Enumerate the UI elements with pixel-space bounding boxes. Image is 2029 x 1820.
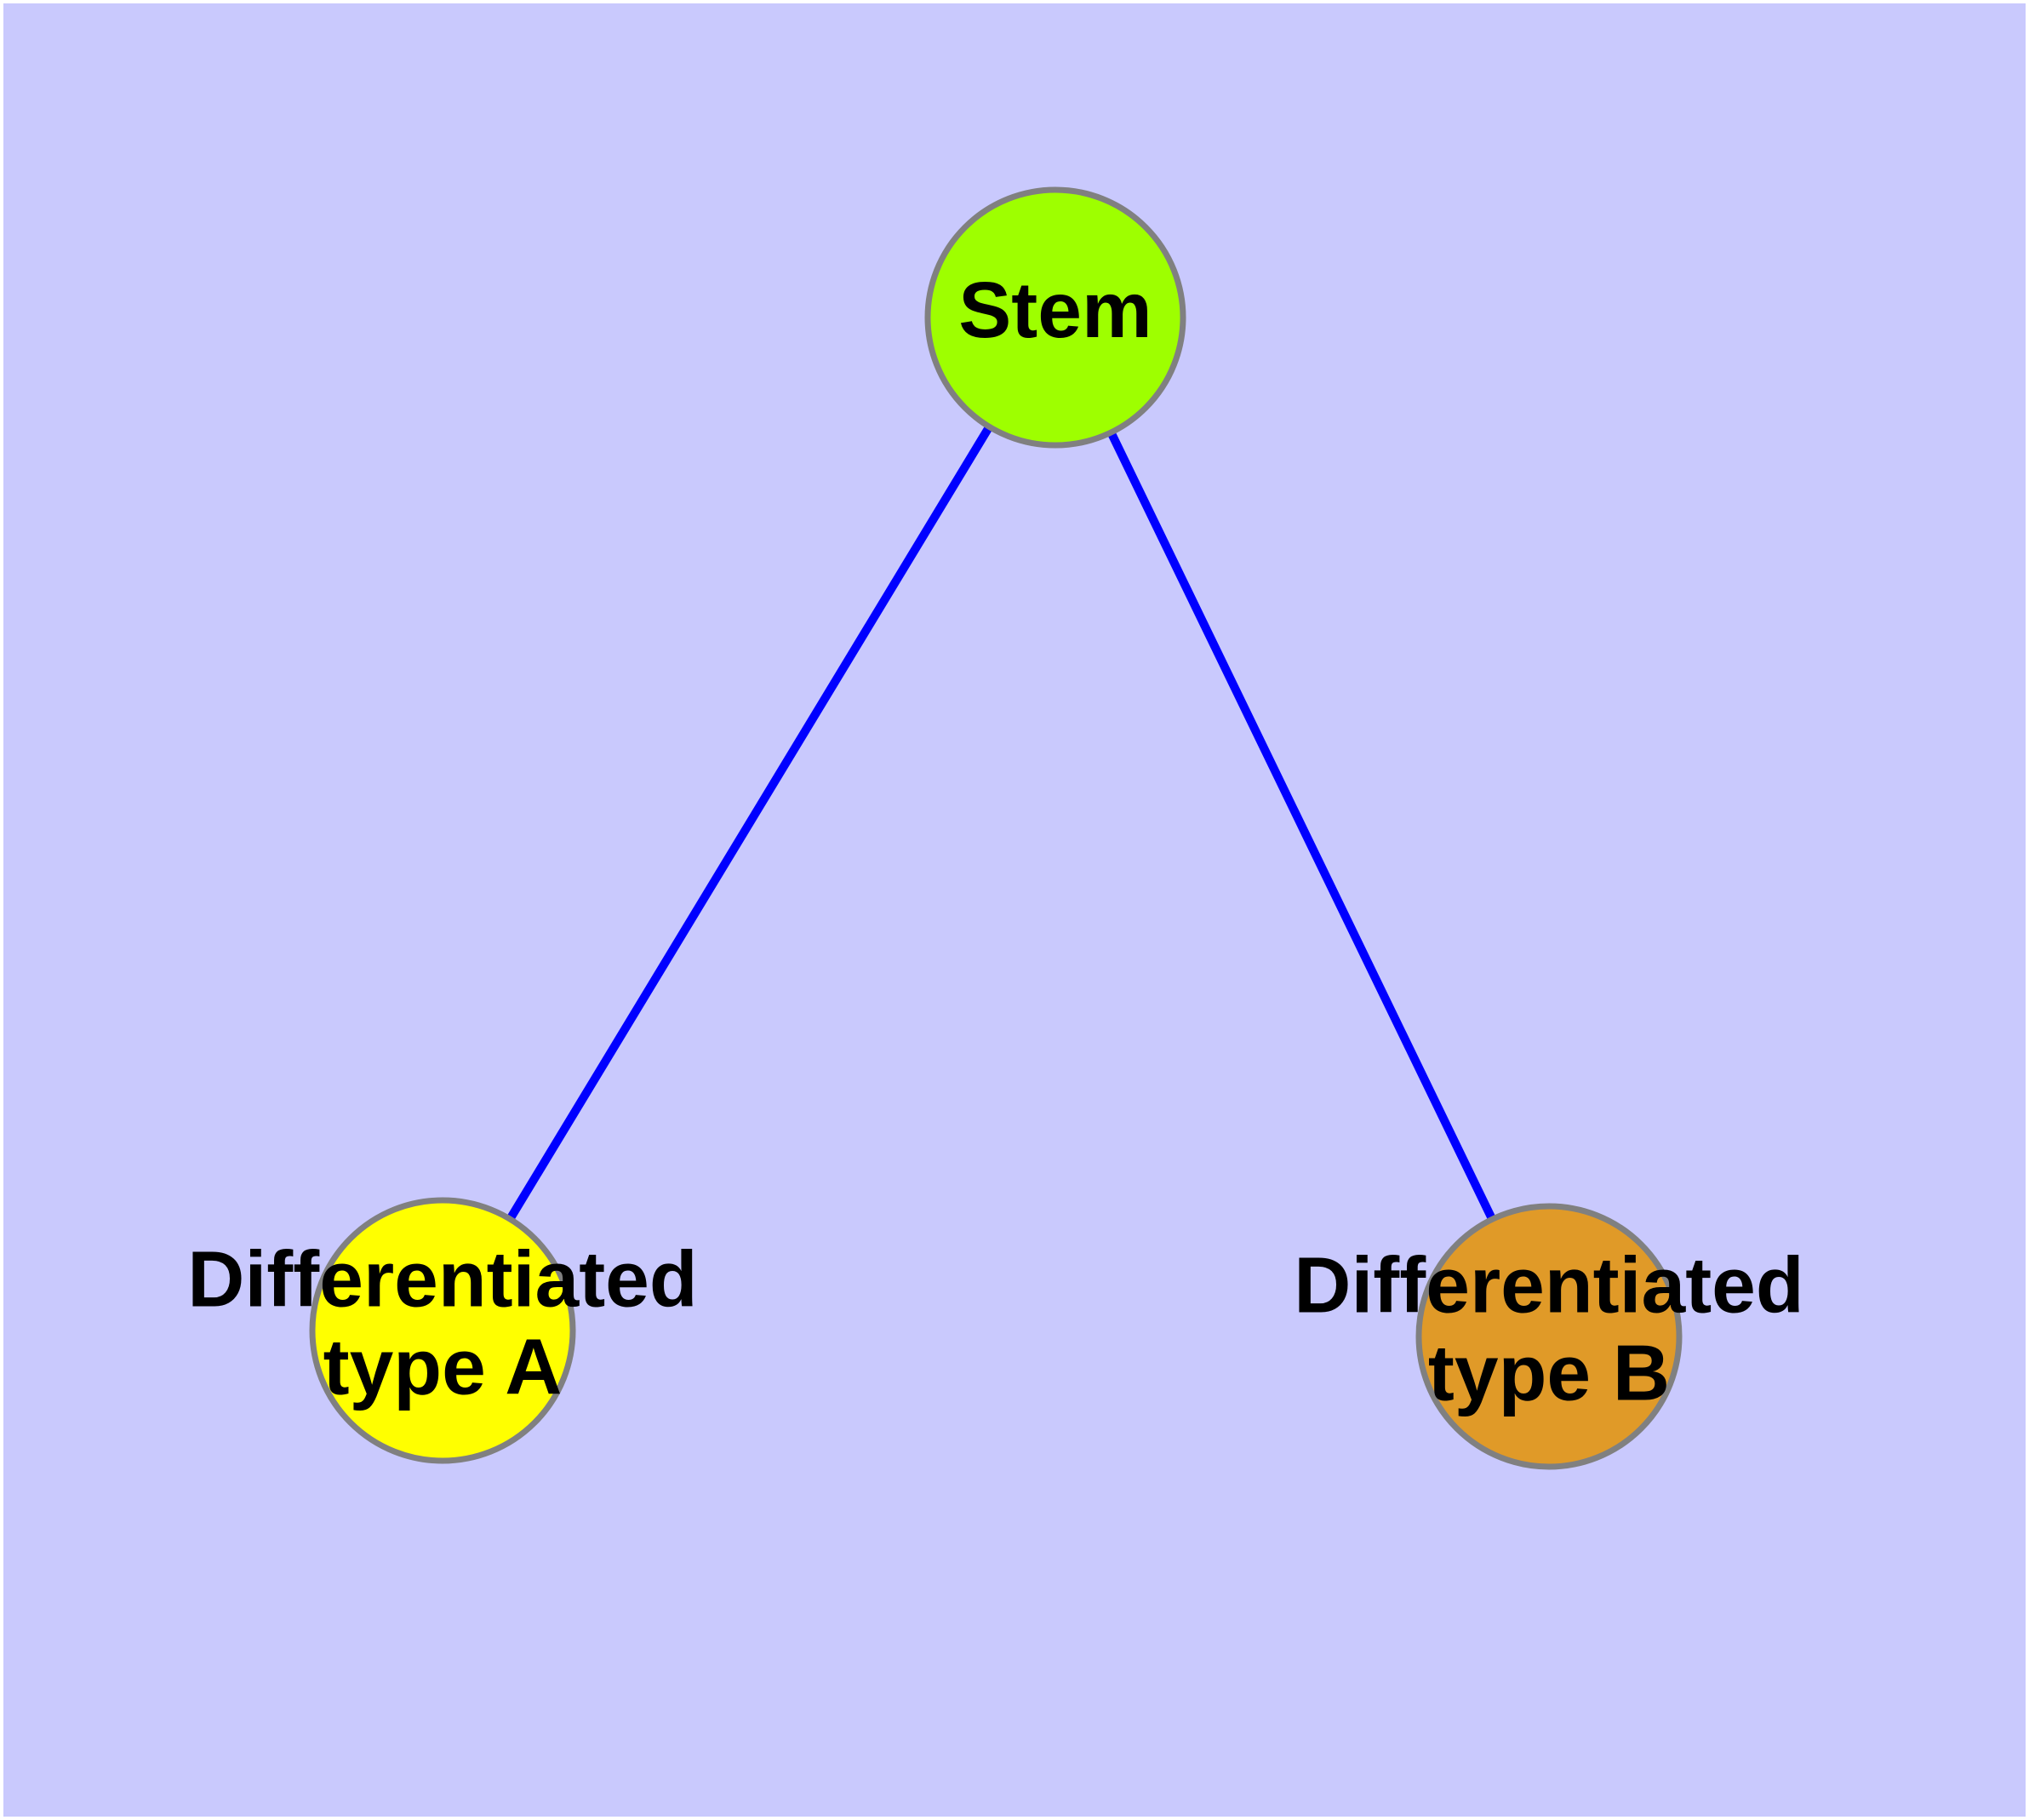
edge-layer xyxy=(438,315,1553,1339)
node-differentiated-type-b[interactable] xyxy=(1415,1203,1683,1470)
edge-stem-to-differentiated-type-a[interactable] xyxy=(438,315,1060,1333)
node-differentiated-type-a[interactable] xyxy=(309,1197,576,1464)
node-label-stem: Stem xyxy=(958,266,1152,354)
edge-stem-to-differentiated-type-b[interactable] xyxy=(1051,315,1553,1339)
node-layer xyxy=(309,186,1683,1470)
node-stem[interactable] xyxy=(924,186,1186,449)
